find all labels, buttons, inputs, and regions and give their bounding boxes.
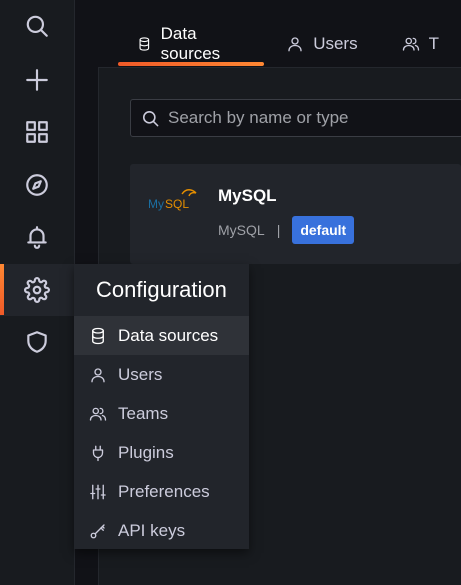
dashboards-icon[interactable]	[0, 106, 74, 158]
configuration-gear-icon[interactable]	[0, 264, 74, 316]
database-icon	[92, 327, 104, 344]
mysql-logo-icon: My SQL	[148, 189, 197, 211]
menu-item-label: API keys	[118, 520, 186, 540]
separator: |	[276, 222, 281, 238]
configuration-menu-title[interactable]: Configuration	[96, 277, 227, 302]
svg-text:My: My	[148, 197, 164, 211]
menu-item-label: Plugins	[118, 442, 174, 462]
plus-icon[interactable]	[0, 54, 74, 106]
search-input[interactable]	[166, 107, 450, 129]
tab-users[interactable]: Users	[264, 28, 379, 60]
tab-label: Data sources	[160, 24, 221, 63]
search-icon	[142, 110, 159, 126]
sliders-icon	[90, 484, 106, 499]
teams-icon	[89, 407, 107, 421]
tab-label: Users	[313, 34, 358, 53]
menu-item-preferences[interactable]: Preferences	[74, 472, 249, 511]
datasource-card[interactable]: My SQL MySQL MySQL | default	[130, 164, 461, 264]
sidebar	[0, 0, 75, 585]
active-indicator	[0, 264, 4, 315]
datasource-name: MySQL	[218, 186, 277, 205]
shield-icon[interactable]	[0, 316, 74, 368]
menu-item-label: Teams	[118, 403, 169, 423]
menu-item-teams[interactable]: Teams	[74, 394, 249, 433]
svg-text:SQL: SQL	[165, 197, 189, 211]
search-box[interactable]	[130, 99, 461, 137]
tab-data-sources[interactable]: Data sources	[115, 24, 265, 66]
menu-item-label: Preferences	[118, 481, 210, 501]
menu-item-users[interactable]: Users	[74, 355, 249, 394]
database-icon	[139, 37, 150, 51]
menu-item-label: Data sources	[118, 325, 219, 345]
key-icon	[90, 523, 105, 538]
tab-label: T	[428, 34, 439, 53]
datasource-type: MySQL	[218, 222, 265, 238]
tab-bar: Data sources Users T	[115, 24, 461, 68]
plug-icon	[92, 445, 104, 461]
user-icon	[91, 367, 105, 382]
tab-teams[interactable]: T	[380, 28, 461, 60]
datasource-meta: MySQL | default	[218, 216, 355, 244]
menu-item-label: Users	[118, 364, 163, 384]
teams-icon	[402, 37, 419, 51]
search-icon[interactable]	[0, 0, 74, 52]
explore-icon[interactable]	[0, 159, 74, 211]
default-badge: default	[292, 216, 355, 244]
configuration-menu: Configuration Data sources Users Teams P…	[74, 264, 249, 549]
menu-item-plugins[interactable]: Plugins	[74, 433, 249, 472]
alerting-bell-icon[interactable]	[0, 211, 74, 263]
menu-item-api-keys[interactable]: API keys	[74, 511, 249, 550]
user-icon	[288, 37, 302, 52]
menu-item-data-sources[interactable]: Data sources	[74, 316, 249, 355]
